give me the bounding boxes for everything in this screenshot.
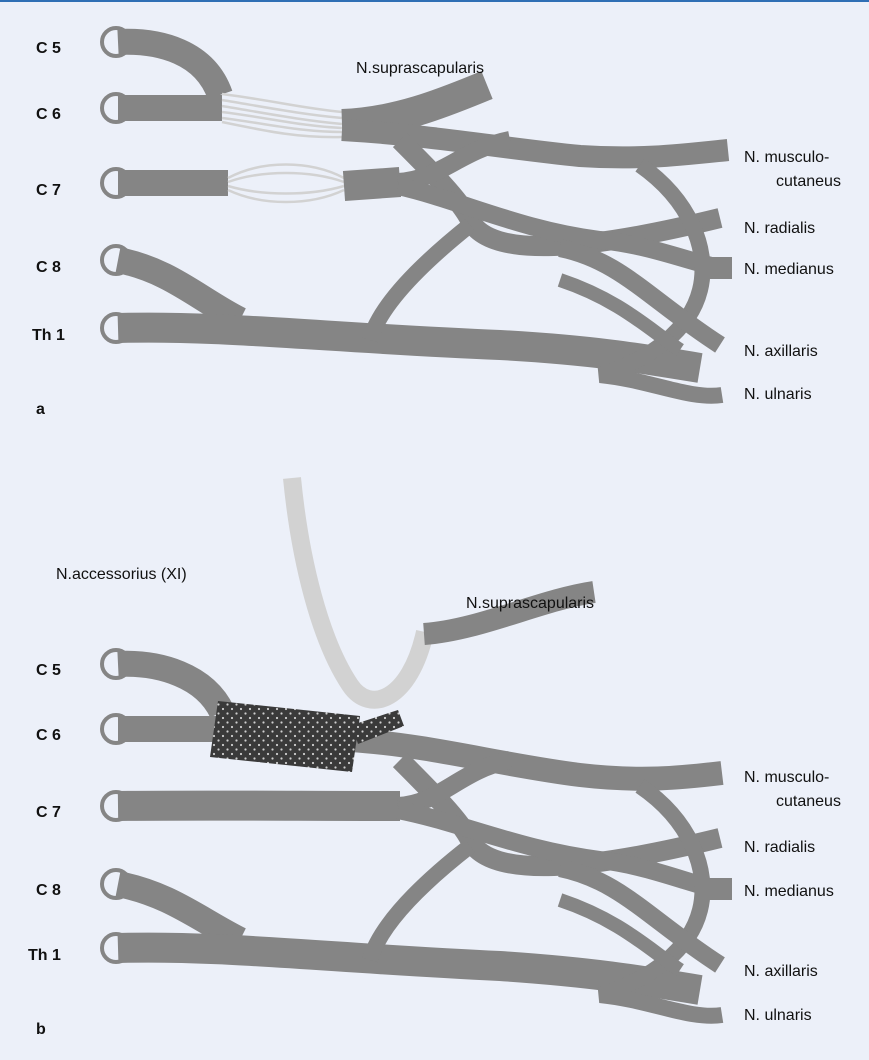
lateral-root-a <box>370 225 470 340</box>
root-c8-a <box>118 260 240 320</box>
label-musculo-b: N. musculo- <box>744 769 829 786</box>
label-medianus-a: N. medianus <box>744 261 834 278</box>
root-label-c6-b: C 6 <box>36 727 61 744</box>
lateral-root-b <box>370 846 470 960</box>
label-cutaneus-a: cutaneus <box>776 173 841 190</box>
panel-letter-b: b <box>36 1021 46 1038</box>
label-ulnaris-a: N. ulnaris <box>744 386 812 403</box>
root-label-c7-b: C 7 <box>36 804 61 821</box>
panel-letter-a: a <box>36 401 45 418</box>
label-ulnaris-b: N. ulnaris <box>744 1007 812 1024</box>
graft-conduit-b <box>210 701 360 772</box>
medianus-stump-a <box>698 257 732 279</box>
root-label-c6-a: C 6 <box>36 106 61 123</box>
root-c5-a <box>118 42 220 95</box>
middle-trunk-a <box>344 182 400 186</box>
label-axillaris-a: N. axillaris <box>744 343 818 360</box>
label-suprascapularis-b: N.suprascapularis <box>466 595 594 612</box>
root-label-c8-b: C 8 <box>36 882 61 899</box>
root-label-c5-a: C 5 <box>36 40 61 57</box>
root-c5-b <box>118 664 222 712</box>
root-c8-b <box>118 884 240 940</box>
panel-a: C 5 C 6 C 7 C 8 Th 1 a N.suprascapularis… <box>32 28 841 418</box>
label-medianus-b: N. medianus <box>744 883 834 900</box>
root-label-c8-a: C 8 <box>36 259 61 276</box>
label-radialis-a: N. radialis <box>744 220 815 237</box>
label-musculo-a: N. musculo- <box>744 149 829 166</box>
medianus-stump-b <box>698 878 732 900</box>
suprascapular-a <box>342 85 487 124</box>
lower-trunk-a <box>118 328 700 368</box>
label-suprascapularis-a: N.suprascapularis <box>356 60 484 77</box>
root-label-c5-b: C 5 <box>36 662 61 679</box>
root-label-th1-a: Th 1 <box>32 327 65 344</box>
root-label-c7-a: C 7 <box>36 182 61 199</box>
label-accessorius-b: N.accessorius (XI) <box>56 566 187 583</box>
label-cutaneus-b: cutaneus <box>776 793 841 810</box>
panel-b: C 5 C 6 C 7 C 8 Th 1 b N.accessorius (XI… <box>28 478 841 1038</box>
root-label-th1-b: Th 1 <box>28 947 61 964</box>
nerve-grafts-upper-a <box>222 94 342 137</box>
accessory-nerve-b <box>292 478 425 700</box>
nerve-grafts-middle-a <box>228 165 344 203</box>
label-axillaris-b: N. axillaris <box>744 963 818 980</box>
label-radialis-b: N. radialis <box>744 839 815 856</box>
